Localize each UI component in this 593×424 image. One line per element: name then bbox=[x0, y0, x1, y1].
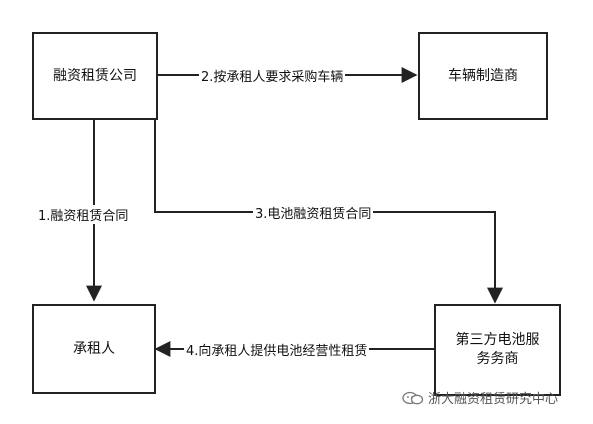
node-leasing-company: 融资租赁公司 bbox=[32, 32, 158, 120]
node-lessee-label: 承租人 bbox=[73, 340, 115, 357]
edge-label-2: 2.按承租人要求采购车辆 bbox=[199, 66, 346, 85]
watermark: 浙大融资租赁研究中心 bbox=[402, 388, 558, 407]
node-lessee: 承租人 bbox=[32, 304, 156, 394]
wechat-icon bbox=[402, 391, 424, 404]
node-manufacturer-label: 车辆制造商 bbox=[448, 67, 518, 84]
watermark-text: 浙大融资租赁研究中心 bbox=[428, 392, 559, 407]
node-battery-provider: 第三方电池服务务商 bbox=[434, 304, 561, 396]
node-manufacturer: 车辆制造商 bbox=[418, 32, 548, 120]
edge-label-3: 3.电池融资租赁合同 bbox=[253, 203, 374, 222]
node-battery-provider-label: 第三方电池服务务商 bbox=[455, 332, 540, 367]
edge-label-1: 1.融资租赁合同 bbox=[36, 205, 131, 224]
edge-label-4: 4.向承租人提供电池经营性租赁 bbox=[184, 340, 370, 359]
node-leasing-company-label: 融资租赁公司 bbox=[53, 67, 137, 84]
